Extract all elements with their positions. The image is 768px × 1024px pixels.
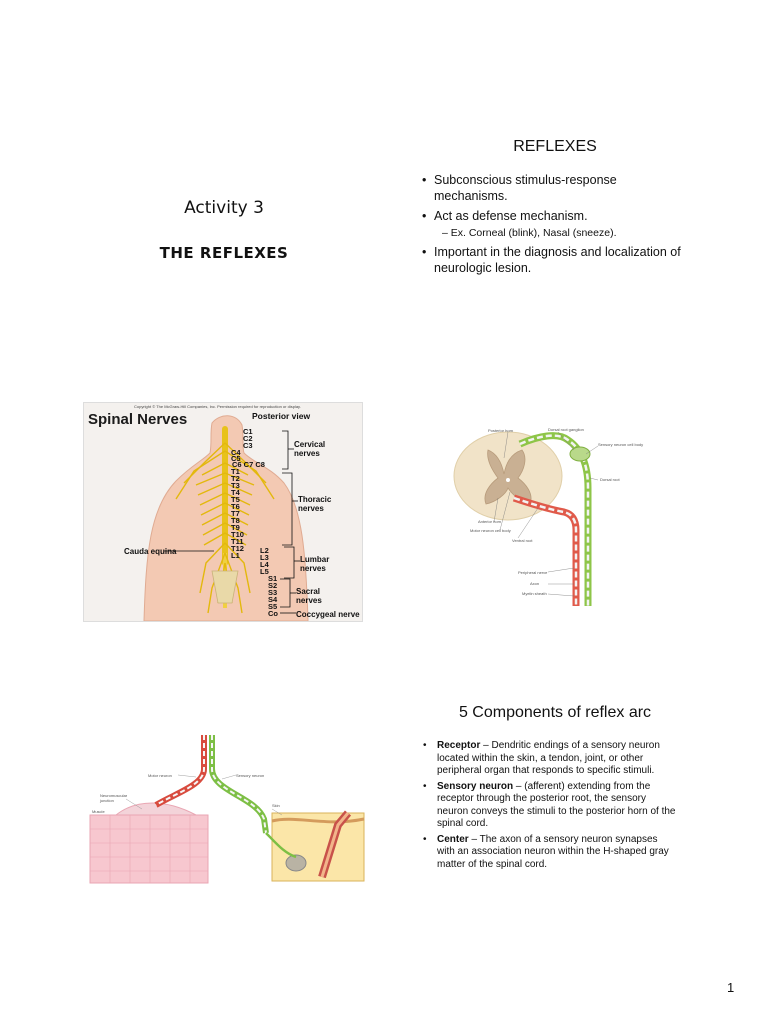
- spinal-nerves-heading: Spinal Nerves: [88, 411, 188, 428]
- reflex-arc-title: 5 Components of reflex arc: [458, 704, 652, 721]
- nerve-label: Co: [268, 609, 278, 618]
- nerve-label: C3: [243, 441, 253, 450]
- nerve-label: T4: [231, 488, 240, 497]
- motor-neuron-label: Motor neuron: [148, 773, 172, 778]
- nerve-label: L5: [260, 567, 269, 576]
- nerve-label: T1: [231, 467, 240, 476]
- nerve-label: C1: [243, 427, 253, 436]
- dorsal-root-label: Dorsal root: [600, 477, 620, 482]
- nerve-label: C4: [231, 448, 241, 457]
- dorsal-ganglion-label: Dorsal root ganglion: [548, 427, 584, 432]
- nerve-label: T5: [231, 495, 240, 504]
- nerve-label: S1: [268, 574, 278, 583]
- reflex-arc-figure: Motor neuron Sensory neuron Neuromuscula…: [86, 733, 368, 885]
- list-subitem: – Ex. Corneal (blink), Nasal (sneeze).: [442, 227, 617, 239]
- spinal-nerves-figure: Copyright © The McGraw-Hill Companies, I…: [83, 402, 363, 622]
- nerve-label: T12: [231, 544, 244, 553]
- component-term: Receptor: [437, 740, 481, 751]
- sensory-cell-label: Sensory neuron cell body: [598, 442, 644, 447]
- ventral-root-label: Ventral root: [512, 538, 533, 543]
- component-description: – Dendritic endings of a sensory neuron …: [437, 740, 660, 776]
- activity-subtitle: THE REFLEXES: [159, 244, 289, 262]
- nerve-label: T2: [231, 474, 240, 483]
- nerve-label: T8: [231, 516, 240, 525]
- axon-label: Axon: [530, 581, 540, 586]
- nerve-label: C2: [243, 434, 253, 443]
- nerve-label: C6 C7 C8: [232, 460, 265, 469]
- nerve-label: T3: [231, 481, 240, 490]
- nerve-label: T6: [231, 502, 240, 511]
- nerve-label: C5: [231, 454, 241, 463]
- sacral-group-label: Sacral nerves: [296, 587, 322, 605]
- copyright-note: Copyright © The McGraw-Hill Companies, I…: [134, 404, 301, 409]
- component-term: Center: [437, 833, 469, 845]
- reflexes-bullet-list: Subconscious stimulus-response mechanism…: [422, 172, 684, 280]
- activity-title: Activity 3: [184, 198, 264, 218]
- spinal-nerves-illustration: [143, 415, 309, 621]
- reflexes-title: REFLEXES: [513, 138, 597, 155]
- nerve-label: S4: [268, 595, 278, 604]
- thoracic-group-label: Thoracic nerves: [298, 495, 332, 513]
- list-item: Important in the diagnosis and localizat…: [422, 244, 684, 276]
- component-term: Sensory neuron: [437, 780, 514, 792]
- muscle-label: Muscle: [92, 809, 105, 814]
- nerve-label: T10: [231, 530, 244, 539]
- spinal-cord-illustration: [453, 431, 599, 606]
- nerve-label: T9: [231, 523, 240, 532]
- nmj-label: Neuromuscular junction: [100, 793, 128, 803]
- nerve-label: L1: [231, 551, 240, 560]
- posterior-horn-label: Posterior horn: [488, 428, 514, 433]
- list-item: Receptor – Dendritic endings of a sensor…: [423, 740, 677, 778]
- component-description: – The axon of a sensory neuron synapses …: [437, 833, 669, 870]
- list-item: Act as defense mechanism.: [422, 208, 684, 224]
- component-description: – (afferent) extending from the receptor…: [437, 780, 676, 830]
- reflex-arc-illustration: [89, 735, 365, 884]
- anterior-horn-label: Anterior horn: [478, 519, 502, 524]
- page-number: 1: [727, 980, 735, 995]
- spinal-cord-section-figure: Posterior horn Dorsal root ganglion Sens…: [448, 418, 660, 606]
- nerve-label: S5: [268, 602, 278, 611]
- nerve-label: S2: [268, 581, 278, 590]
- list-item: Subconscious stimulus-response mechanism…: [422, 172, 684, 204]
- myelin-sheath-label: Myelin sheath: [522, 591, 547, 596]
- motor-cell-label: Motor neuron cell body: [470, 528, 511, 533]
- nerve-label: T11: [231, 537, 244, 546]
- nerve-label: L4: [260, 560, 269, 569]
- peripheral-nerve-label: Peripheral nerve: [518, 570, 548, 575]
- coccygeal-label: Coccygeal nerve: [296, 610, 360, 619]
- cervical-group-label: Cervical nerves: [294, 440, 326, 458]
- nerve-label: S3: [268, 588, 278, 597]
- nerve-label: T7: [231, 509, 240, 518]
- cauda-equina-label: Cauda equina: [124, 547, 177, 556]
- lumbar-group-label: Lumbar nerves: [300, 555, 330, 573]
- reflex-arc-components-list: Receptor – Dendritic endings of a sensor…: [423, 740, 677, 874]
- sensory-neuron-label: Sensory neuron: [236, 773, 265, 778]
- list-item: Center – The axon of a sensory neuron sy…: [423, 834, 677, 872]
- nerve-label: L2: [260, 546, 269, 555]
- posterior-view-label: Posterior view: [252, 411, 311, 421]
- nerve-label: L3: [260, 553, 269, 562]
- skin-label: Skin: [272, 803, 280, 808]
- list-item: Sensory neuron – (afferent) extending fr…: [423, 781, 677, 831]
